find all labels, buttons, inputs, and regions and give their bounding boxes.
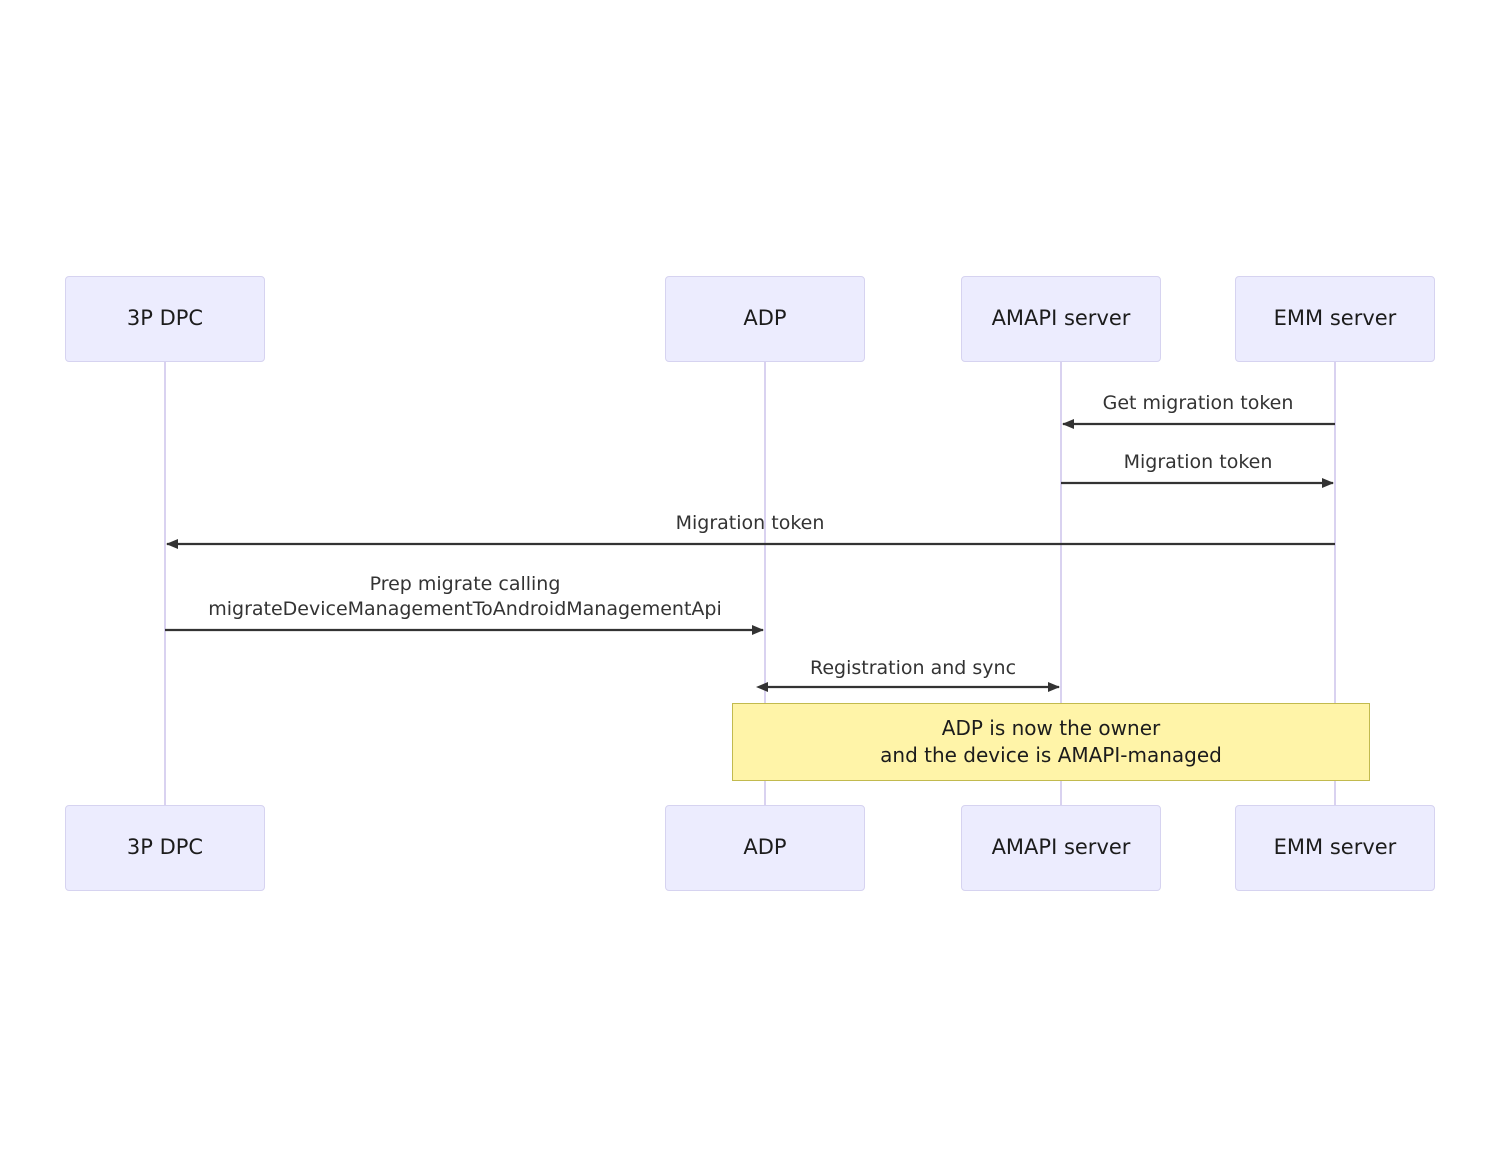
- message-text-prep-migrate-line2: migrateDeviceManagementToAndroidManageme…: [208, 598, 722, 621]
- participant-label-emm-bottom: EMM server: [1273, 835, 1397, 860]
- message-text-registration-and-sync: Registration and sync: [809, 657, 1017, 679]
- participant-label-adp-bottom: ADP: [743, 835, 787, 860]
- note-adp-owner: ADP is now the owner and the device is A…: [732, 703, 1370, 781]
- participant-label-adp-top: ADP: [743, 306, 787, 331]
- message-text-migration-token-to-emm: Migration token: [1123, 451, 1273, 473]
- message-label-get-migration-token: Get migration token: [1103, 391, 1294, 416]
- message-text-prep-migrate-line1: Prep migrate calling: [369, 573, 561, 595]
- participant-box-dpc-bottom[interactable]: 3P DPC: [65, 805, 265, 891]
- participant-label-emm-top: EMM server: [1273, 306, 1397, 331]
- participant-box-adp-bottom[interactable]: ADP: [665, 805, 865, 891]
- note-line-1: ADP is now the owner: [941, 716, 1161, 740]
- message-text-get-migration-token: Get migration token: [1102, 392, 1294, 414]
- message-text-migration-token-to-dpc: Migration token: [675, 512, 825, 534]
- participant-label-dpc-bottom: 3P DPC: [126, 835, 204, 860]
- participant-box-emm-top[interactable]: EMM server: [1235, 276, 1435, 362]
- participant-box-dpc-top[interactable]: 3P DPC: [65, 276, 265, 362]
- message-arrows: [165, 419, 1335, 692]
- message-label-prep-migrate: Prep migrate calling migrateDeviceManage…: [208, 572, 722, 622]
- participant-label-dpc-top: 3P DPC: [126, 306, 204, 331]
- participant-box-emm-bottom[interactable]: EMM server: [1235, 805, 1435, 891]
- message-label-migration-token-to-emm: Migration token: [1124, 450, 1273, 475]
- participant-box-amapi-bottom[interactable]: AMAPI server: [961, 805, 1161, 891]
- participant-box-amapi-top[interactable]: AMAPI server: [961, 276, 1161, 362]
- message-label-migration-token-to-dpc: Migration token: [676, 511, 825, 536]
- participant-label-amapi-bottom: AMAPI server: [991, 835, 1131, 860]
- note-line-2: and the device is AMAPI-managed: [880, 743, 1222, 767]
- message-label-registration-and-sync: Registration and sync: [810, 656, 1016, 681]
- participant-box-adp-top[interactable]: ADP: [665, 276, 865, 362]
- participant-label-amapi-top: AMAPI server: [991, 306, 1131, 331]
